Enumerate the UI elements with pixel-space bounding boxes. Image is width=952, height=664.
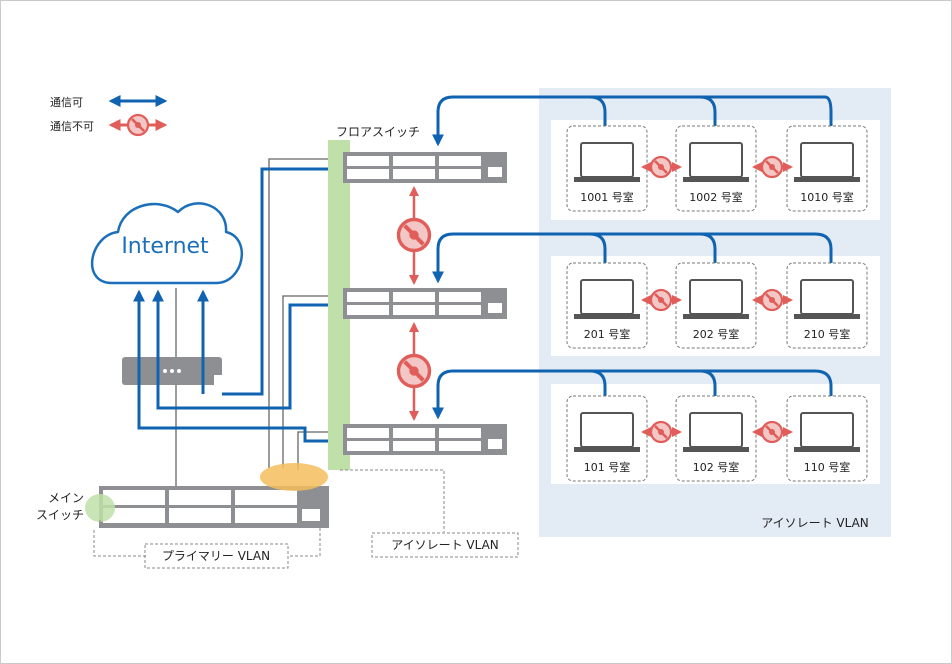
room-label: 1001 号室: [580, 190, 634, 204]
isolated-port-highlight: [260, 463, 328, 491]
room-label: 202 号室: [693, 327, 740, 341]
blocked-link-lower-icon: [399, 356, 430, 387]
internet-cloud-icon: [90, 202, 243, 285]
floor-switch-middle: [343, 288, 507, 319]
blocked-peer-links: [641, 155, 793, 444]
laptop-icon: [682, 412, 750, 453]
blue-links: [133, 167, 343, 443]
floor-switch-bottom: [343, 424, 507, 455]
room-label: 210 号室: [804, 327, 851, 341]
laptop-icon: [682, 142, 750, 183]
legend-comm-ok-label: 通信可: [50, 96, 83, 109]
laptop-icon: [793, 279, 861, 320]
laptop-icon: [573, 279, 641, 320]
laptop-icon: [573, 142, 641, 183]
main-switch-label-line1: メイン: [48, 491, 84, 505]
main-switch: [99, 486, 329, 528]
isolated-vlan-label: アイソレート VLAN: [391, 538, 499, 552]
legend-comm-ng-label: 通信不可: [50, 120, 94, 133]
room-label: 110 号室: [804, 460, 851, 474]
laptop-icon: [793, 142, 861, 183]
gray-links: [175, 158, 343, 486]
primary-vlan-label: プライマリー VLAN: [162, 549, 270, 563]
room-label: 1002 号室: [689, 190, 743, 204]
room-label: 102 号室: [693, 460, 740, 474]
laptop-icon: [573, 412, 641, 453]
floor-switch-top: [343, 152, 507, 183]
laptop-icon: [793, 412, 861, 453]
blocked-link-upper-icon: [399, 219, 430, 250]
primary-vlan-bar: [328, 140, 350, 470]
room-label: 101 号室: [584, 460, 631, 474]
primary-port-highlight: [85, 494, 115, 522]
isolated-vlan-area-label: アイソレート VLAN: [761, 516, 869, 530]
internet-cloud-label: Internet: [121, 234, 209, 259]
vlan-callouts: [93, 469, 519, 569]
room-uplinks: [432, 95, 833, 420]
legend-block-icon: [126, 113, 150, 137]
room-label: 1010 号室: [800, 190, 854, 204]
router-icon: [122, 357, 222, 385]
floor-switch-label: フロアスイッチ: [336, 125, 420, 139]
main-switch-label-line2: スイッチ: [36, 508, 84, 522]
laptop-icon: [682, 279, 750, 320]
room-label: 201 号室: [584, 327, 631, 341]
